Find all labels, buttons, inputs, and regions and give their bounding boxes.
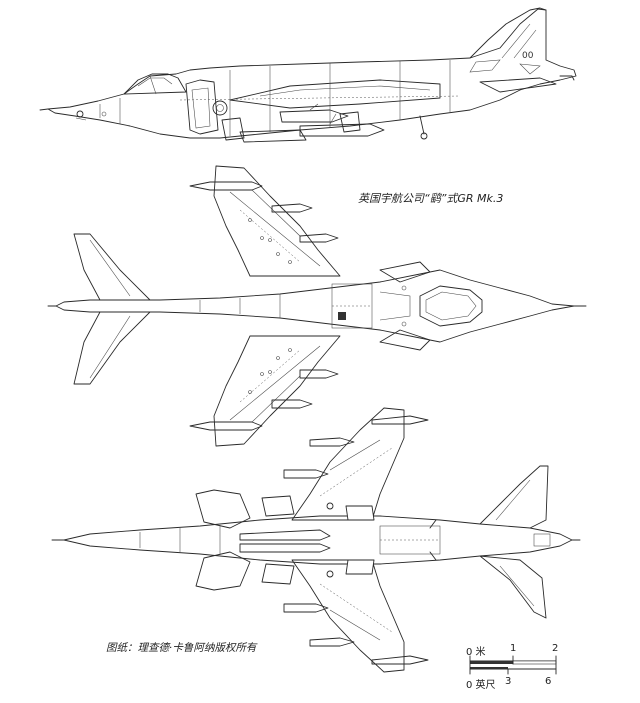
side-view: 00	[39, 7, 577, 143]
scale-meters-tick-2: 2	[552, 643, 559, 654]
scale-meters-zero: 0 米	[466, 647, 486, 658]
scale-feet-tick-3: 3	[505, 676, 512, 687]
copyright-credit: 图纸：理查德·卡鲁阿纳版权所有	[106, 642, 257, 654]
scale-feet-tick-6: 6	[545, 676, 552, 687]
scale-feet-zero: 0 英尺	[466, 680, 496, 691]
scale-meters-tick-1: 1	[510, 643, 517, 654]
drawing-caption: 英国宇航公司“鹞”式GR Mk.3	[358, 192, 504, 205]
top-view	[47, 165, 587, 447]
tail-code: 00	[522, 51, 534, 61]
bottom-view	[51, 407, 581, 673]
scale-bar	[469, 655, 557, 675]
